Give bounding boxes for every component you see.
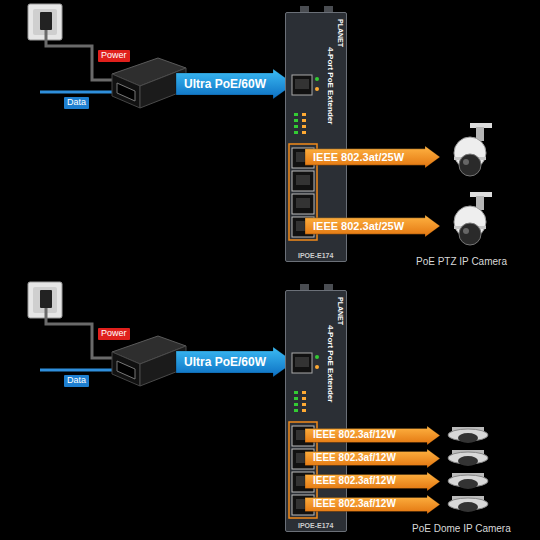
port-led bbox=[294, 131, 298, 134]
dome-camera bbox=[448, 427, 488, 443]
port-led bbox=[294, 125, 298, 128]
port-socket bbox=[295, 357, 309, 367]
device-label: 4-Port PoE Extender bbox=[325, 325, 335, 402]
poe-arrow: IEEE 802.3af/12W bbox=[305, 495, 440, 514]
poe-arrow: IEEE 802.3af/12W bbox=[305, 472, 440, 491]
arrow-label: IEEE 802.3af/12W bbox=[305, 476, 396, 486]
cable-tag: Data bbox=[64, 375, 89, 387]
arrow-label: IEEE 802.3af/12W bbox=[305, 430, 396, 440]
port-led bbox=[302, 403, 306, 406]
arrow-label: IEEE 802.3at/25W bbox=[305, 152, 404, 163]
ptz-camera bbox=[454, 123, 492, 176]
port-led bbox=[302, 125, 306, 128]
port-led bbox=[294, 113, 298, 116]
poe-arrow: Ultra PoE/60W bbox=[176, 69, 294, 99]
poe-arrow: IEEE 802.3af/12W bbox=[305, 426, 440, 445]
arrow-body bbox=[305, 215, 440, 237]
port-led bbox=[302, 113, 306, 116]
arrow-label: IEEE 802.3at/25W bbox=[305, 221, 404, 232]
device-label: PLANET bbox=[336, 297, 345, 325]
device-label: IPOE-E174 bbox=[298, 251, 333, 260]
arrow-label: Ultra PoE/60W bbox=[176, 78, 266, 90]
status-led bbox=[315, 77, 319, 81]
tag-label: Power bbox=[101, 51, 127, 61]
uplink-port bbox=[292, 353, 312, 373]
poe-port bbox=[292, 171, 314, 191]
cable-tag: Data bbox=[64, 97, 89, 109]
device-label: 4-Port PoE Extender bbox=[325, 47, 335, 124]
port-led bbox=[302, 409, 306, 412]
port-led bbox=[294, 119, 298, 122]
port-socket bbox=[296, 198, 310, 208]
poe-extender: PLANET4-Port PoE ExtenderIPOE-E174 bbox=[285, 290, 347, 532]
arrow-body bbox=[305, 146, 440, 168]
tag-label: Data bbox=[67, 376, 86, 386]
port-led bbox=[302, 131, 306, 134]
poe-arrow: IEEE 802.3at/25W bbox=[305, 146, 440, 168]
poe-arrow: Ultra PoE/60W bbox=[176, 347, 294, 377]
port-socket bbox=[296, 175, 310, 185]
port-led bbox=[294, 397, 298, 400]
poe-arrow: IEEE 802.3at/25W bbox=[305, 215, 440, 237]
tag-label: Data bbox=[67, 98, 86, 108]
port-led bbox=[302, 397, 306, 400]
port-led bbox=[302, 119, 306, 122]
arrow-label: IEEE 802.3af/12W bbox=[305, 453, 396, 463]
status-led bbox=[315, 365, 319, 369]
port-led bbox=[294, 403, 298, 406]
port-socket bbox=[295, 79, 309, 89]
port-led bbox=[294, 409, 298, 412]
arrow-body bbox=[176, 347, 294, 377]
cable-tag: Power bbox=[98, 50, 130, 62]
dome-camera bbox=[448, 496, 488, 512]
poe-arrow: IEEE 802.3af/12W bbox=[305, 449, 440, 468]
tag-label: Power bbox=[101, 329, 127, 339]
arrow-body bbox=[305, 495, 440, 514]
status-led bbox=[315, 355, 319, 359]
dome-camera bbox=[448, 473, 488, 489]
poe-port bbox=[292, 194, 314, 214]
ptz-camera bbox=[454, 192, 492, 245]
port-led bbox=[294, 391, 298, 394]
arrow-body bbox=[176, 69, 294, 99]
device-label: PLANET bbox=[336, 19, 345, 47]
arrow-body bbox=[305, 426, 440, 445]
device-label: IPOE-E174 bbox=[298, 521, 333, 530]
arrow-body bbox=[305, 449, 440, 468]
arrow-label: Ultra PoE/60W bbox=[176, 356, 266, 368]
camera-caption: PoE PTZ IP Camera bbox=[416, 256, 507, 268]
cable-tag: Power bbox=[98, 328, 130, 340]
port-led bbox=[302, 391, 306, 394]
arrow-body bbox=[305, 472, 440, 491]
arrow-label: IEEE 802.3af/12W bbox=[305, 499, 396, 509]
device-art bbox=[286, 291, 346, 531]
dome-camera bbox=[448, 450, 488, 466]
uplink-port bbox=[292, 75, 312, 95]
status-led bbox=[315, 87, 319, 91]
camera-caption: PoE Dome IP Camera bbox=[412, 523, 511, 535]
